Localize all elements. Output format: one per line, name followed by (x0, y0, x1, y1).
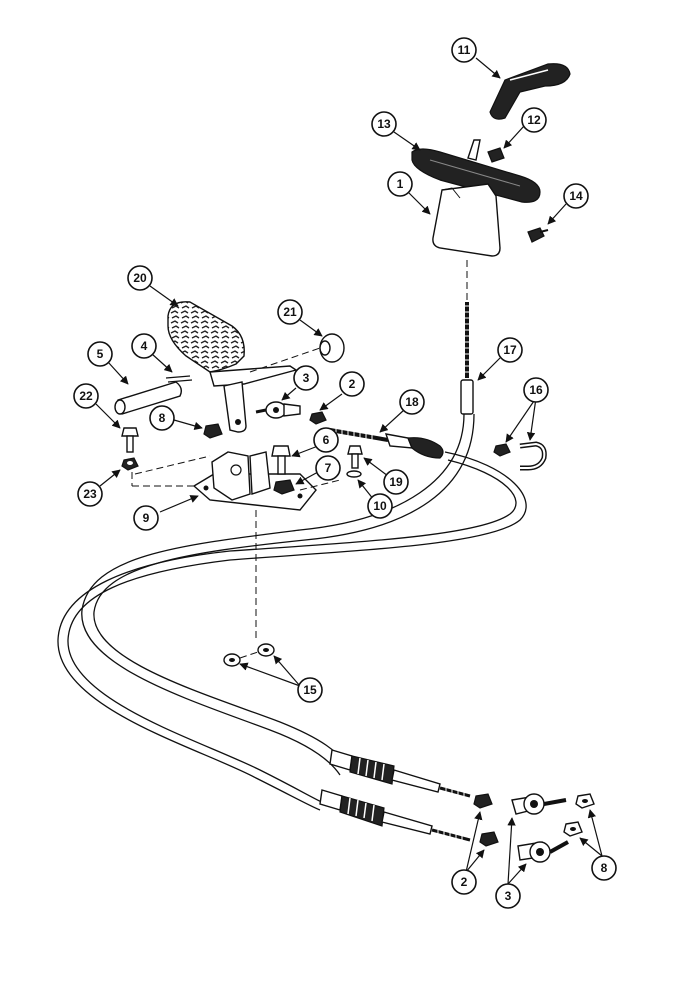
lock-nut-left (203, 423, 223, 439)
svg-text:7: 7 (325, 461, 332, 475)
foot-pedal (167, 301, 298, 433)
callout-3-upper: 3 (293, 365, 319, 391)
svg-text:1: 1 (397, 177, 404, 191)
svg-text:2: 2 (461, 875, 468, 889)
callout-8-lower: 8 (591, 855, 617, 881)
nut-lower-b (563, 821, 583, 837)
callout-6: 6 (313, 427, 339, 453)
nut-lower-a (575, 793, 595, 809)
svg-text:11: 11 (458, 43, 471, 57)
callout-22: 22 (73, 383, 99, 409)
callout-10: 10 (367, 493, 393, 519)
leader-lines (95, 57, 603, 885)
svg-text:3: 3 (505, 889, 512, 903)
svg-text:16: 16 (529, 383, 543, 397)
callout-21: 21 (277, 299, 303, 325)
callout-13: 13 (371, 111, 397, 137)
cotter-pin (165, 375, 193, 383)
lock-nut-upper (309, 411, 327, 425)
svg-text:9: 9 (143, 511, 150, 525)
svg-text:19: 19 (389, 475, 403, 489)
bracket-nut (273, 479, 295, 495)
control-mounting-plate (411, 148, 541, 203)
bracket-bolt (271, 445, 291, 475)
callout-4: 4 (131, 333, 157, 359)
lock-nut-lower-b (479, 831, 499, 847)
callout-8-upper: 8 (149, 405, 175, 431)
u-bolt (519, 441, 547, 471)
callout-3-lower: 3 (495, 883, 521, 909)
callout-5: 5 (87, 341, 113, 367)
svg-text:22: 22 (79, 389, 93, 403)
threaded-rod (460, 302, 474, 415)
cable-adjuster (329, 428, 444, 459)
ball-joint-lower-a (511, 793, 567, 815)
cable-end-upper (329, 749, 471, 799)
callout-2-upper: 2 (339, 371, 365, 397)
svg-text:2: 2 (349, 377, 356, 391)
callout-15: 15 (297, 677, 323, 703)
svg-text:5: 5 (97, 347, 104, 361)
svg-text:13: 13 (377, 117, 391, 131)
callout-18: 18 (399, 389, 425, 415)
callout-20: 20 (127, 265, 153, 291)
svg-text:8: 8 (159, 411, 166, 425)
washer-right (257, 643, 275, 657)
svg-text:10: 10 (373, 499, 387, 513)
callout-7: 7 (315, 455, 341, 481)
u-bolt-nut (493, 443, 511, 457)
callout-14: 14 (563, 183, 589, 209)
callout-23: 23 (77, 481, 103, 507)
callout-11: 11 (451, 37, 477, 63)
pivot-pin (114, 381, 183, 415)
svg-text:3: 3 (303, 371, 310, 385)
svg-text:20: 20 (133, 271, 147, 285)
cable-end-lower (319, 789, 471, 842)
washer-left (223, 653, 241, 667)
pedal-bracket (192, 451, 317, 511)
callout-16: 16 (523, 377, 549, 403)
lever-stem (467, 139, 481, 161)
small-bolt (347, 445, 363, 469)
svg-text:15: 15 (303, 683, 317, 697)
svg-text:18: 18 (405, 395, 419, 409)
lever-bolt (487, 147, 505, 163)
control-housing (432, 183, 501, 257)
callout-9: 9 (133, 505, 159, 531)
svg-text:21: 21 (283, 305, 297, 319)
svg-text:14: 14 (569, 189, 583, 203)
svg-text:23: 23 (83, 487, 97, 501)
ball-joint-lower-b (517, 840, 569, 863)
flat-washer (346, 470, 362, 478)
callout-19: 19 (383, 469, 409, 495)
svg-text:4: 4 (141, 339, 148, 353)
callout-1: 1 (387, 171, 413, 197)
pedal-nut (121, 457, 139, 471)
callout-2-lower: 2 (451, 869, 477, 895)
callout-17: 17 (497, 337, 523, 363)
hand-lever-handle (489, 63, 571, 120)
svg-text:8: 8 (601, 861, 608, 875)
small-screw (527, 227, 549, 243)
lock-nut-lower-a (473, 793, 493, 809)
ball-joint-upper (255, 401, 301, 419)
callout-12: 12 (521, 107, 547, 133)
hex-bolt (121, 427, 139, 453)
pedal-bushing (319, 333, 345, 363)
svg-text:12: 12 (527, 113, 541, 127)
pedal-cable (57, 451, 527, 811)
svg-text:17: 17 (503, 343, 517, 357)
svg-text:6: 6 (323, 433, 330, 447)
